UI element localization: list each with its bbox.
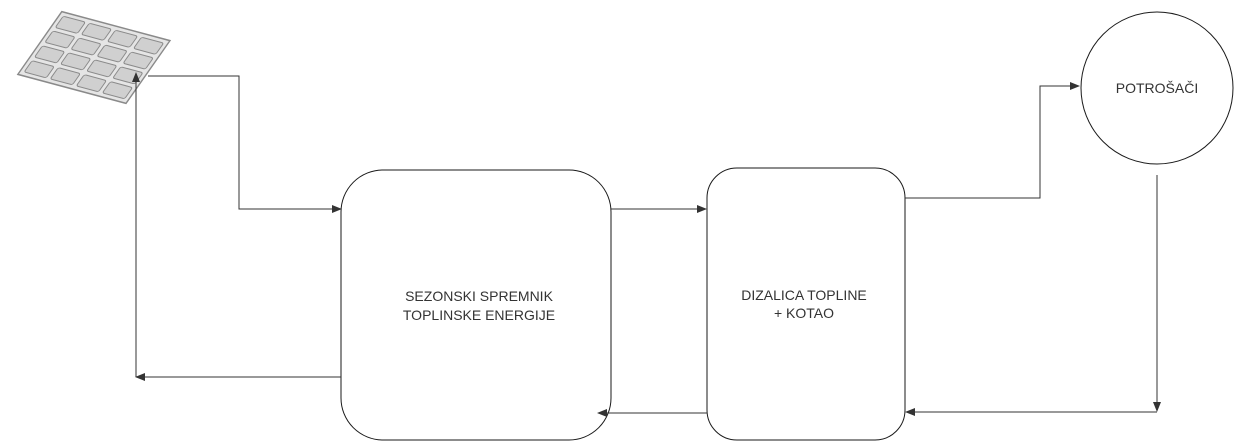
heat-pump-label-line2: + KOTAO — [774, 305, 834, 321]
storage-box — [340, 169, 612, 441]
arrowhead-to-solar-panel — [132, 72, 140, 82]
arrowhead-consumers-down — [1153, 402, 1161, 412]
consumers-circle — [1080, 11, 1234, 165]
arrow-heat-pump-to-consumers — [905, 85, 1071, 199]
arrowhead-return-to-heat-pump — [905, 408, 915, 416]
heat-pump-label-line1: DIZALICA TOPLINE — [741, 287, 867, 303]
consumers-label: POTROŠAČI — [1116, 80, 1198, 96]
arrowhead-storage-return — [135, 373, 145, 381]
arrowhead-heat-pump-to-consumers — [1070, 82, 1080, 90]
heat-pump-box — [706, 167, 906, 441]
arrowhead-solar-to-storage — [332, 205, 342, 213]
storage-label-line2: TOPLINSKE ENERGIJE — [403, 307, 555, 323]
arrowhead-storage-to-heat-pump — [697, 205, 707, 213]
storage-label-line1: SEZONSKI SPREMNIK — [405, 288, 553, 304]
arrowhead-heat-pump-to-storage — [597, 409, 607, 417]
arrow-solar-to-storage — [148, 75, 333, 210]
solar-panel-icon — [16, 10, 172, 105]
